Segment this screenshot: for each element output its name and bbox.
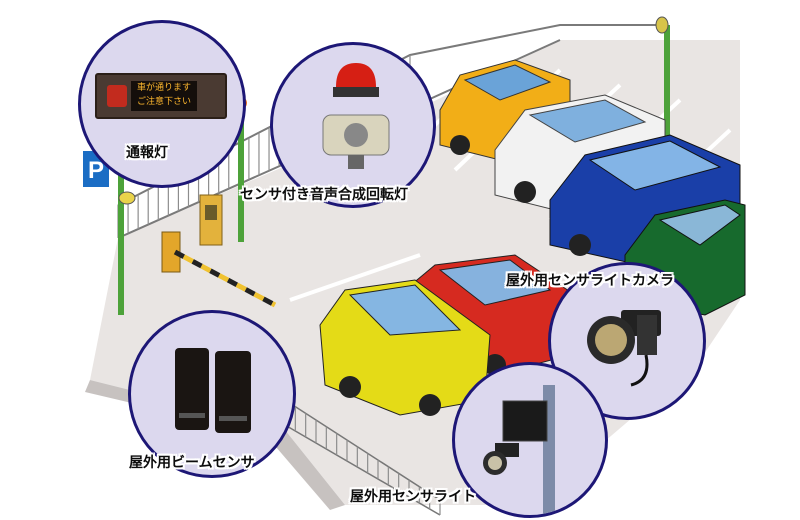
- ticket-machine-panel: [205, 205, 217, 220]
- right-pole: [664, 25, 670, 215]
- left-pole: [118, 155, 124, 315]
- callout-warning-light: 車が通ります ご注意下さい: [78, 20, 246, 188]
- label-beam-sensor: 屋外用ビームセンサ: [129, 455, 255, 471]
- callout-voice-beacon: [270, 42, 436, 208]
- lot-curb: [85, 380, 345, 510]
- callout-beam-sensor: [128, 310, 296, 478]
- label-voice-beacon: センサ付き音声合成回転灯: [240, 187, 408, 203]
- callout-solar-light: [452, 362, 608, 518]
- rotating-beacon-icon: [322, 63, 390, 169]
- gate-barrier-stripes: [173, 249, 277, 308]
- front-fence-posts: [284, 400, 441, 515]
- solar-light-icon: [483, 385, 555, 515]
- beam-sensor-icon: [175, 348, 251, 433]
- camera-light-icon: [587, 310, 661, 387]
- sign-line-2: ご注意下さい: [136, 97, 191, 107]
- warning-sign-panel: 車が通ります ご注意下さい: [95, 73, 227, 119]
- sign-line-1: 車が通ります: [136, 83, 191, 93]
- warning-lamp-icon: [107, 85, 127, 107]
- label-warning-light: 通報灯: [126, 145, 168, 161]
- label-camera-light: 屋外用センサライトカメラ: [506, 273, 674, 289]
- car-yellow: [319, 279, 491, 416]
- label-solar-light: 屋外用センサライト: [350, 489, 476, 505]
- pole-light-icon: [118, 191, 136, 205]
- front-fence: [284, 399, 441, 516]
- pole-camera-icon: [655, 16, 669, 34]
- center-pole: [238, 112, 244, 242]
- parking-sign-letter: P: [88, 157, 104, 184]
- warning-sign-text: 車が通ります ご注意下さい: [131, 81, 197, 111]
